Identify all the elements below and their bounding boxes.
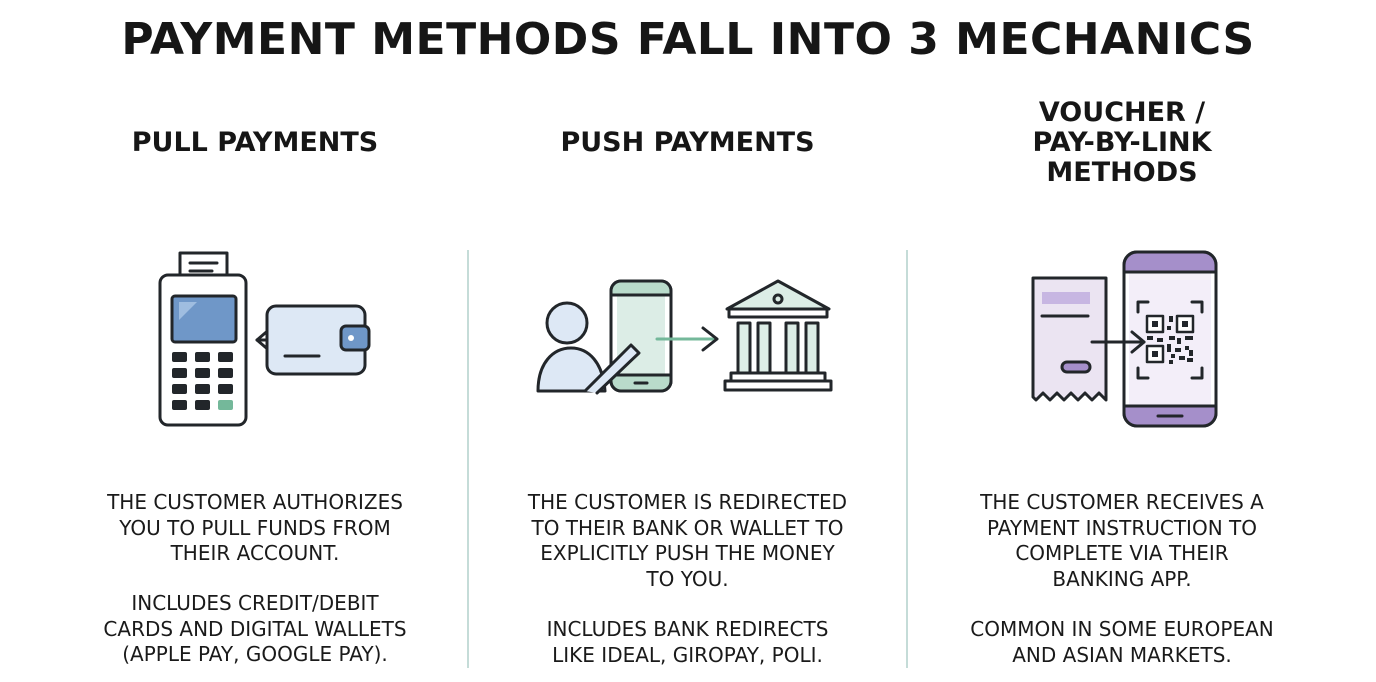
payment-terminal-wallet-icon (158, 251, 371, 427)
column-divider (906, 250, 908, 668)
column-description: THE CUSTOMER IS REDIRECTED TO THEIR BANK… (527, 490, 848, 591)
column-description: THE CUSTOMER AUTHORIZES YOU TO PULL FUND… (107, 490, 403, 565)
column-pull-payments: PULL PAYMENTS T (45, 0, 465, 682)
column-heading: VOUCHER / PAY-BY-LINK METHODS (1032, 97, 1212, 188)
column-description: THE CUSTOMER RECEIVES A PAYMENT INSTRUCT… (980, 490, 1264, 591)
page-title: PAYMENT METHODS FALL INTO 3 MECHANICS (121, 14, 1255, 65)
column-voucher-methods: VOUCHER / PAY-BY-LINK METHODS (912, 0, 1332, 682)
voucher-qr-phone-icon (1031, 250, 1218, 428)
column-note: COMMON IN SOME EUROPEAN AND ASIAN MARKET… (970, 617, 1274, 667)
person-phone-bank-icon (536, 279, 833, 395)
column-note: INCLUDES CREDIT/DEBIT CARDS AND DIGITAL … (103, 591, 407, 666)
column-heading: PUSH PAYMENTS (560, 127, 815, 158)
column-heading: PULL PAYMENTS (131, 127, 379, 158)
column-note: INCLUDES BANK REDIRECTS LIKE IDEAL, GIRO… (546, 617, 829, 667)
column-divider (467, 250, 469, 668)
column-push-payments: PUSH PAYMENTS THE CUSTOMER IS REDIRECTED… (475, 0, 900, 682)
